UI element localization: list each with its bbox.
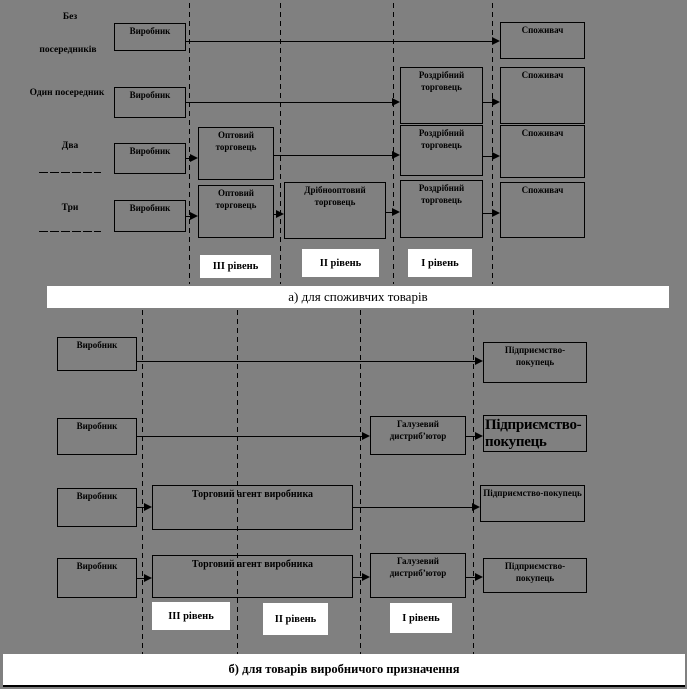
arrow-line <box>483 156 492 157</box>
arrow-line <box>466 436 475 437</box>
dashed-divider <box>142 310 143 654</box>
box-retailer: Роздрібний торговець <box>400 125 483 176</box>
level-label-2: II рівень <box>302 249 379 277</box>
dashed-divider <box>393 3 394 284</box>
box-producer: Виробник <box>114 143 186 174</box>
dashed-divider <box>492 3 493 284</box>
arrow-head <box>392 151 400 159</box>
arrow-line <box>137 436 362 437</box>
box-consumer: Споживач <box>500 22 585 59</box>
arrow-line <box>483 213 492 214</box>
arrow-line <box>273 214 276 215</box>
box-consumer: Споживач <box>500 182 585 238</box>
row-label-no-intermediary-1: Без <box>62 12 78 22</box>
arrow-head <box>492 98 500 106</box>
arrow-line <box>186 41 492 42</box>
dashed-divider <box>280 3 281 284</box>
row-label-no-intermediary-2: посередників <box>39 45 97 55</box>
level-label-3: III рівень <box>152 602 230 630</box>
arrow-head <box>475 432 483 440</box>
box-wholesaler: Оптовий торговець <box>198 185 274 238</box>
arrow-head <box>475 573 483 581</box>
caption-consumer-goods: а) для споживчих товарів <box>47 286 669 308</box>
arrow-head <box>392 208 400 216</box>
arrow-head <box>276 210 284 218</box>
dashed-divider <box>360 310 361 654</box>
arrow-head <box>472 503 480 511</box>
level-label-2: II рівень <box>263 603 328 635</box>
box-consumer: Споживач <box>500 67 585 124</box>
box-enterprise-buyer: Підприємство-покупець <box>483 558 587 593</box>
level-label-3: III рівень <box>200 255 271 278</box>
box-producer: Виробник <box>114 200 186 232</box>
box-sales-agent: Торговий агент виробника <box>152 555 353 598</box>
box-sales-agent: Торговий агент виробника <box>152 485 353 530</box>
arrow-line <box>483 102 492 103</box>
caption-industrial-goods: б) для товарів виробничого призначення <box>3 654 685 687</box>
box-industry-distributor: Галузевий дистриб’ютор <box>370 553 466 598</box>
row-label-three: Три <box>61 203 79 213</box>
box-wholesaler: Оптовий торговець <box>198 127 274 180</box>
box-small-wholesaler: Дрібнооптовий торговець <box>284 182 386 239</box>
box-retailer: Роздрібний торговець <box>400 180 483 238</box>
dashed-divider <box>473 310 474 654</box>
arrow-head <box>190 154 198 162</box>
arrow-line <box>466 577 475 578</box>
box-producer: Виробник <box>114 87 186 118</box>
arrow-head <box>144 574 152 582</box>
arrow-line <box>273 155 392 156</box>
box-retailer: Роздрібний торговець <box>400 67 483 124</box>
arrow-head <box>492 152 500 160</box>
arrow-head <box>392 98 400 106</box>
arrow-line <box>137 361 475 362</box>
box-enterprise-buyer: Підприємство-покупець <box>483 342 587 383</box>
box-producer: Виробник <box>57 337 137 371</box>
arrow-head <box>492 37 500 45</box>
dashed-divider <box>189 3 190 284</box>
arrow-line <box>353 577 362 578</box>
box-producer: Виробник <box>57 418 137 455</box>
arrow-head <box>475 357 483 365</box>
arrow-head <box>190 212 198 220</box>
arrow-head <box>362 432 370 440</box>
arrow-head <box>144 503 152 511</box>
box-industry-distributor: Галузевий дистриб’ютор <box>370 416 466 455</box>
arrow-head <box>362 573 370 581</box>
row-underline <box>39 172 101 173</box>
box-enterprise-buyer: Підприємство-покупець <box>483 415 587 452</box>
box-enterprise-buyer: Підприємство-покупець <box>480 485 585 522</box>
arrow-line <box>137 507 144 508</box>
box-producer: Виробник <box>114 23 186 51</box>
box-consumer: Споживач <box>500 125 585 178</box>
arrow-line <box>186 216 190 217</box>
arrow-line <box>186 102 392 103</box>
row-label-one-intermediary: Один посередник <box>29 88 105 98</box>
row-label-two: Два <box>61 141 79 151</box>
level-label-1: I рівень <box>390 603 452 633</box>
arrow-line <box>353 507 472 508</box>
arrow-line <box>137 578 144 579</box>
level-label-1: I рівень <box>408 249 472 277</box>
dashed-divider <box>237 310 238 654</box>
row-underline <box>39 231 101 232</box>
arrow-head <box>492 209 500 217</box>
arrow-line <box>186 158 190 159</box>
box-producer: Виробник <box>57 488 137 527</box>
box-producer: Виробник <box>57 558 137 598</box>
arrow-line <box>386 212 392 213</box>
